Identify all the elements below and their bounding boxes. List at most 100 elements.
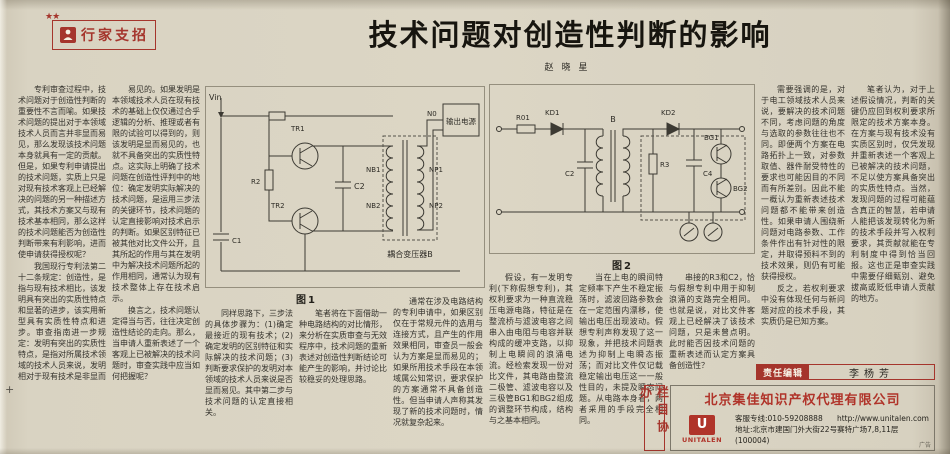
circuit-diagram-2: R01 KD1 C2 B KD2 R3 C4 BG1 BG2	[489, 84, 755, 254]
resistor-r01	[516, 124, 536, 134]
paragraph: 我国现行专利法第二十二条规定：创造性，是指与现有技术相比，该发明具有突出的实质性…	[18, 262, 106, 381]
article-author: 赵晓星	[544, 63, 596, 73]
company-name: 北京集佳知识产权代理有限公司	[704, 393, 901, 408]
figure1-caption: 图1	[296, 295, 317, 306]
capacitor-c1	[213, 118, 229, 271]
text-column-7: 当在上电的瞬间特定频率下产生不稳定振荡时，滤波回路参数会在一定范围内漂移，使输出…	[579, 272, 663, 450]
label-tr1: TR1	[290, 125, 305, 133]
paragraph: 假设，有一发明专利(下称假想专利)，其权利要求为一种直流稳压电源电路，特征是在整…	[489, 273, 573, 425]
label-r2: R2	[251, 178, 260, 186]
page-edge-shading-left	[0, 0, 7, 454]
input-terminal-top	[496, 126, 502, 132]
label-c4: C4	[703, 170, 713, 178]
label-bg1: BG1	[704, 134, 719, 142]
paragraph: 通常在涉及电路结构的专利申请中，如果区别仅在于常规元件的选用与连接方式，且产生的…	[393, 297, 483, 427]
logo-name: UNITALEN	[681, 435, 723, 444]
editor-strip: 责任编辑 李杨芳	[756, 364, 935, 380]
vin-arrow	[218, 112, 224, 118]
circuit-figure-1: Vin C1 R2 TR1 TR2 C2 NB1 NB2 NP1 NP2 N0 …	[205, 86, 485, 288]
diode-kd1	[550, 122, 565, 136]
circuit-diagram-1: Vin C1 R2 TR1 TR2 C2 NB1 NB2 NP1 NP2 N0 …	[205, 86, 485, 288]
label-r01: R01	[516, 114, 530, 122]
label-kd2: KD2	[661, 109, 675, 117]
text-column-1: 专利审查过程中，技术问题对于创造性判断的重要性不言而喻。如果技术问题的提出对于本…	[18, 84, 106, 450]
label-kd1: KD1	[545, 109, 559, 117]
transformer-core	[610, 130, 616, 202]
transformer-primary-coil	[385, 145, 394, 231]
badge-label: 行家支招	[81, 28, 149, 44]
paragraph: 需要强调的是，对于电工领域技术人员来说，要解决的技术问题不同，考虑问题的角度与选…	[761, 85, 845, 281]
article-title: 技术问题对创造性判断的影响	[368, 18, 772, 52]
paragraph: 易见的。如果发明是本领域技术人员在现有技术的基础上仅仅通过合乎逻辑的分析、推理或…	[112, 85, 200, 303]
label-np1: NP1	[429, 166, 443, 174]
website: http://www.unitalen.com	[836, 413, 929, 423]
sponsor-vertical-label: 栏目协办	[639, 385, 670, 451]
ad-tag: 广告	[918, 442, 931, 449]
label-np2: NP2	[429, 202, 443, 210]
figure2-caption: 图2	[612, 261, 633, 272]
transistor-tr2	[291, 207, 319, 235]
registration-mark: +	[5, 383, 15, 396]
paragraph: 换言之，技术问题认定得当与否，往往决定创造性结论的走向。那么，当申请人重新表述了…	[112, 306, 200, 381]
transformer-core	[402, 140, 408, 236]
hotline: 客服专线:010-59208888	[735, 413, 823, 423]
label-nb2: NB2	[366, 202, 381, 210]
resistor-r2	[264, 169, 274, 191]
transformer-secondary-coil	[622, 135, 631, 197]
paragraph: 专利审查过程中，技术问题对于创造性判断的重要性不言而喻。如果技术问题的提出对于本…	[18, 85, 106, 259]
company-box: 北京集佳知识产权代理有限公司 U UNITALEN 客服专线:010-59208…	[670, 385, 935, 451]
transformer-dashed-box	[382, 135, 438, 241]
text-column-5: 通常在涉及电路结构的专利申请中，如果区别仅在于常规元件的选用与连接方式，且产生的…	[393, 296, 483, 450]
label-b: B	[610, 115, 616, 124]
text-column-10: 笔者认为，对于上述假设情况，判断的关键仍应回到权利要求所限定的技术方案本身。在方…	[851, 84, 935, 360]
column-badge: ★★ 行家支招	[45, 12, 156, 50]
meter-1-icon	[679, 222, 699, 242]
transistor-bg2	[710, 177, 732, 199]
paragraph: 笔者将在下面借助一种电路结构的对比情形，来分析在实质审查与无效程序中，技术问题的…	[299, 309, 387, 384]
diode-kd2	[666, 122, 681, 136]
capacitor-c2	[335, 146, 351, 231]
paragraph: 当在上电的瞬间特定频率下产生不稳定振荡时，滤波回路参数会在一定范围内漂移，使输出…	[579, 273, 663, 425]
expert-flag-icon	[60, 27, 76, 43]
page-edge-shading-right	[938, 0, 950, 454]
address: 地址:北京市建国门外大街22号赛特广场7,8,11层(100004)	[735, 424, 899, 445]
text-column-6: 假设，有一发明专利(下称假想专利)，其权利要求为一种直流稳压电源电路，特征是在整…	[489, 272, 573, 450]
label-n0: N0	[427, 110, 437, 118]
text-column-4: 笔者将在下面借助一种电路结构的对比情形，来分析在实质审查与无效程序中，技术问题的…	[299, 308, 387, 450]
label-nb1: NB1	[366, 166, 381, 174]
label-tr2: TR2	[270, 202, 285, 210]
label-c2: C2	[565, 170, 574, 178]
transformer-secondary-coil	[416, 145, 425, 231]
output-terminal-bottom	[739, 209, 745, 215]
regulator-dashed-box	[640, 135, 746, 221]
editor-label: 责任编辑	[757, 365, 810, 379]
paragraph: 同样思路下，三步法的具体步骤为：(1)确定最接近的现有技术；(2)确定发明的区别…	[205, 309, 293, 417]
editor-name: 李杨芳	[849, 368, 894, 380]
transformer-primary-coil	[595, 135, 604, 197]
text-column-9: 需要强调的是，对于电工领域技术人员来说，要解决的技术问题不同，考虑问题的角度与选…	[761, 84, 845, 360]
page-edge-shading-bottom	[0, 448, 950, 454]
transistor-bg1	[710, 143, 732, 165]
paragraph: 串接的R3和C2，恰与假想专利中用于抑制浪涌的支路完全相同。也就是说，对比文件客…	[669, 273, 755, 370]
text-column-8: 串接的R3和C2，恰与假想专利中用于抑制浪涌的支路完全相同。也就是说，对比文件客…	[669, 272, 755, 382]
label-output: 输出电源	[446, 116, 476, 126]
label-r3: R3	[660, 161, 669, 169]
stars-icon: ★★	[45, 12, 60, 22]
company-logo: U UNITALEN	[676, 414, 728, 444]
output-terminal-top	[739, 126, 745, 132]
label-c1: C1	[232, 237, 241, 245]
label-transformer: 耦合变压器B	[387, 249, 433, 259]
paragraph: 反之，若权利要求中没有体现任何与新问题对应的技术手段，其实质仍是已知方案。	[761, 284, 845, 326]
input-terminal-bottom	[496, 209, 502, 215]
output-box	[442, 103, 480, 137]
label-c2: C2	[354, 182, 365, 191]
text-column-2: 易见的。如果发明是本领域技术人员在现有技术的基础上仅仅通过合乎逻辑的分析、推理或…	[112, 84, 200, 450]
resistor-top	[268, 111, 286, 121]
resistor-r3	[648, 153, 658, 175]
paragraph: 笔者认为，对于上述假设情况，判断的关键仍应回到权利要求所限定的技术方案本身。在方…	[851, 85, 935, 303]
company-contact: 客服专线:010-59208888 http://www.unitalen.co…	[735, 413, 929, 446]
page-edge-shading-top	[0, 0, 950, 10]
transistor-tr1	[291, 142, 319, 170]
circuit-figure-2: R01 KD1 C2 B KD2 R3 C4 BG1 BG2	[489, 84, 755, 254]
